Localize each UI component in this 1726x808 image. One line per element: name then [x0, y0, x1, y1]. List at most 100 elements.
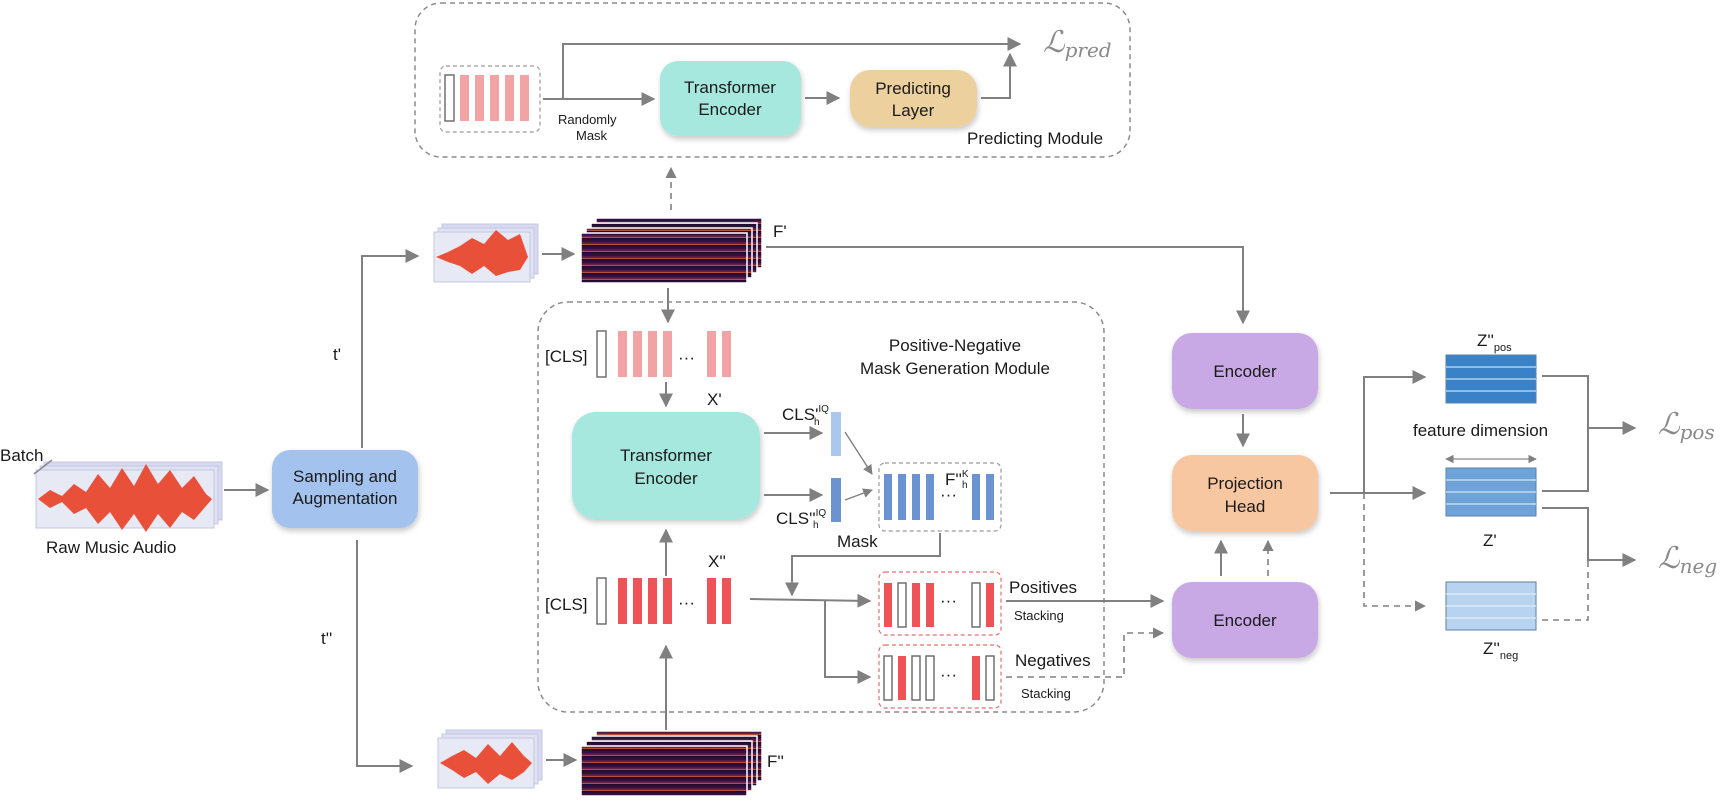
- z-pos-label: Z''pos: [1477, 331, 1512, 354]
- token: [925, 655, 935, 701]
- arrow-sampling-to-view1: [361, 249, 420, 448]
- sampling-augmentation-box: [272, 450, 418, 528]
- z-prime-matrix: [1445, 467, 1537, 517]
- arrow-cls1-to-fh: [844, 431, 873, 475]
- token: [648, 331, 657, 377]
- token: [912, 474, 920, 520]
- token: [633, 331, 642, 377]
- positives-group: [878, 571, 1002, 636]
- loss-neg: ℒneg: [1658, 541, 1717, 578]
- token: [618, 331, 627, 377]
- batch-depth-icon: [33, 459, 53, 475]
- arrow-predicting-to-lpred: [981, 52, 1017, 99]
- randomly-mask-label-line2: Mask: [576, 128, 608, 143]
- token: [884, 474, 892, 520]
- token: [633, 578, 642, 624]
- token: [985, 655, 995, 701]
- encoder-top: [1172, 333, 1318, 409]
- view2-waveform: [437, 729, 543, 789]
- masked-token-group: [439, 65, 541, 133]
- token: [663, 578, 672, 624]
- token: [884, 583, 892, 627]
- arrow-projection-to-zneg: [1363, 493, 1427, 612]
- cls-q1-sub: h: [814, 417, 820, 428]
- f-prime-label: F': [773, 222, 787, 241]
- token: [898, 474, 906, 520]
- predicting-module-label: Predicting Module: [967, 129, 1103, 148]
- batch-label: Batch: [0, 446, 43, 465]
- f-dprime-label: F'': [767, 752, 784, 771]
- arrow-to-negatives: [824, 600, 872, 684]
- token: [972, 474, 980, 520]
- pn-module-label-line1: Positive-Negative: [889, 336, 1021, 355]
- arrow-zneg-to-lneg: [1542, 560, 1589, 621]
- positives-tokens: [884, 582, 994, 628]
- raw-audio-label: Raw Music Audio: [46, 538, 176, 557]
- arrow-zprime-to-lneg: [1542, 507, 1637, 567]
- view1-spectrogram: [580, 217, 763, 284]
- token: [490, 75, 499, 121]
- z-prime-label: Z': [1483, 531, 1497, 550]
- view2-spectrogram: [580, 730, 763, 797]
- projection-line1: Projection: [1207, 474, 1283, 493]
- token: [707, 578, 716, 624]
- feature-dimension-label: feature dimension: [1413, 421, 1548, 440]
- arrow-cls2-to-fh: [844, 488, 873, 501]
- fh-tokens: [884, 474, 994, 520]
- randomly-mask-label-line1: Randomly: [558, 112, 617, 127]
- arrow-negatives-to-encoder: [1006, 627, 1165, 678]
- arrow-to-positives: [749, 593, 872, 608]
- arrow-sampling-to-view2: [356, 540, 414, 773]
- arrow-mask: [785, 533, 941, 597]
- token: [883, 655, 893, 701]
- cls-label-bottom: [CLS]: [545, 595, 588, 614]
- stacking-negatives-label: Stacking: [1021, 686, 1071, 701]
- view1-waveform: [433, 223, 539, 283]
- token: [707, 331, 716, 377]
- loss-pos: ℒpos: [1658, 407, 1715, 444]
- token: [505, 75, 514, 121]
- predicting-layer-line2: Layer: [892, 101, 935, 120]
- token: [663, 331, 672, 377]
- z-pos-matrix: [1445, 354, 1537, 404]
- pn-module-label-line2: Mask Generation Module: [860, 359, 1050, 378]
- fh-sub: h: [962, 480, 968, 491]
- fh-label: F''K: [945, 469, 969, 489]
- token: [722, 578, 731, 624]
- cls-q2-label: CLS''IQ: [776, 508, 826, 528]
- sampling-label-line1: Sampling and: [293, 467, 397, 486]
- projection-head-box: [1172, 455, 1318, 531]
- x-dprime-label: X'': [708, 552, 726, 571]
- cls-token-view2: [831, 478, 841, 522]
- x-prime-label: X': [707, 390, 722, 409]
- negatives-label: Negatives: [1015, 651, 1091, 670]
- predicting-layer-box: [850, 70, 977, 127]
- token: [618, 578, 627, 624]
- ellipsis-negatives: ···: [940, 665, 957, 684]
- token: [911, 655, 921, 701]
- encoder-bottom: [1172, 582, 1318, 658]
- token: [972, 656, 980, 700]
- token: [926, 474, 934, 520]
- cls-q2-sub: h: [813, 520, 819, 531]
- token: [926, 583, 934, 627]
- encoder-top-label: Encoder: [1213, 362, 1277, 381]
- token: [648, 578, 657, 624]
- arrow-tokens-to-lpred: [562, 37, 1022, 99]
- raw-audio-waveform: [35, 461, 223, 532]
- predicting-tokens: [444, 74, 529, 122]
- arrow-projection-to-zpos: [1363, 370, 1427, 493]
- token: [444, 74, 455, 122]
- xprime-tokens: [596, 330, 731, 378]
- transformer-top-line1: Transformer: [684, 78, 776, 97]
- token: [475, 75, 484, 121]
- sampling-label-line2: Augmentation: [293, 489, 398, 508]
- stacking-positives-label: Stacking: [1014, 608, 1064, 623]
- token: [971, 582, 981, 628]
- transformer-encoder-top: [660, 61, 801, 136]
- positives-label: Positives: [1009, 578, 1077, 597]
- token: [722, 331, 731, 377]
- loss-pred: ℒpred: [1043, 25, 1112, 62]
